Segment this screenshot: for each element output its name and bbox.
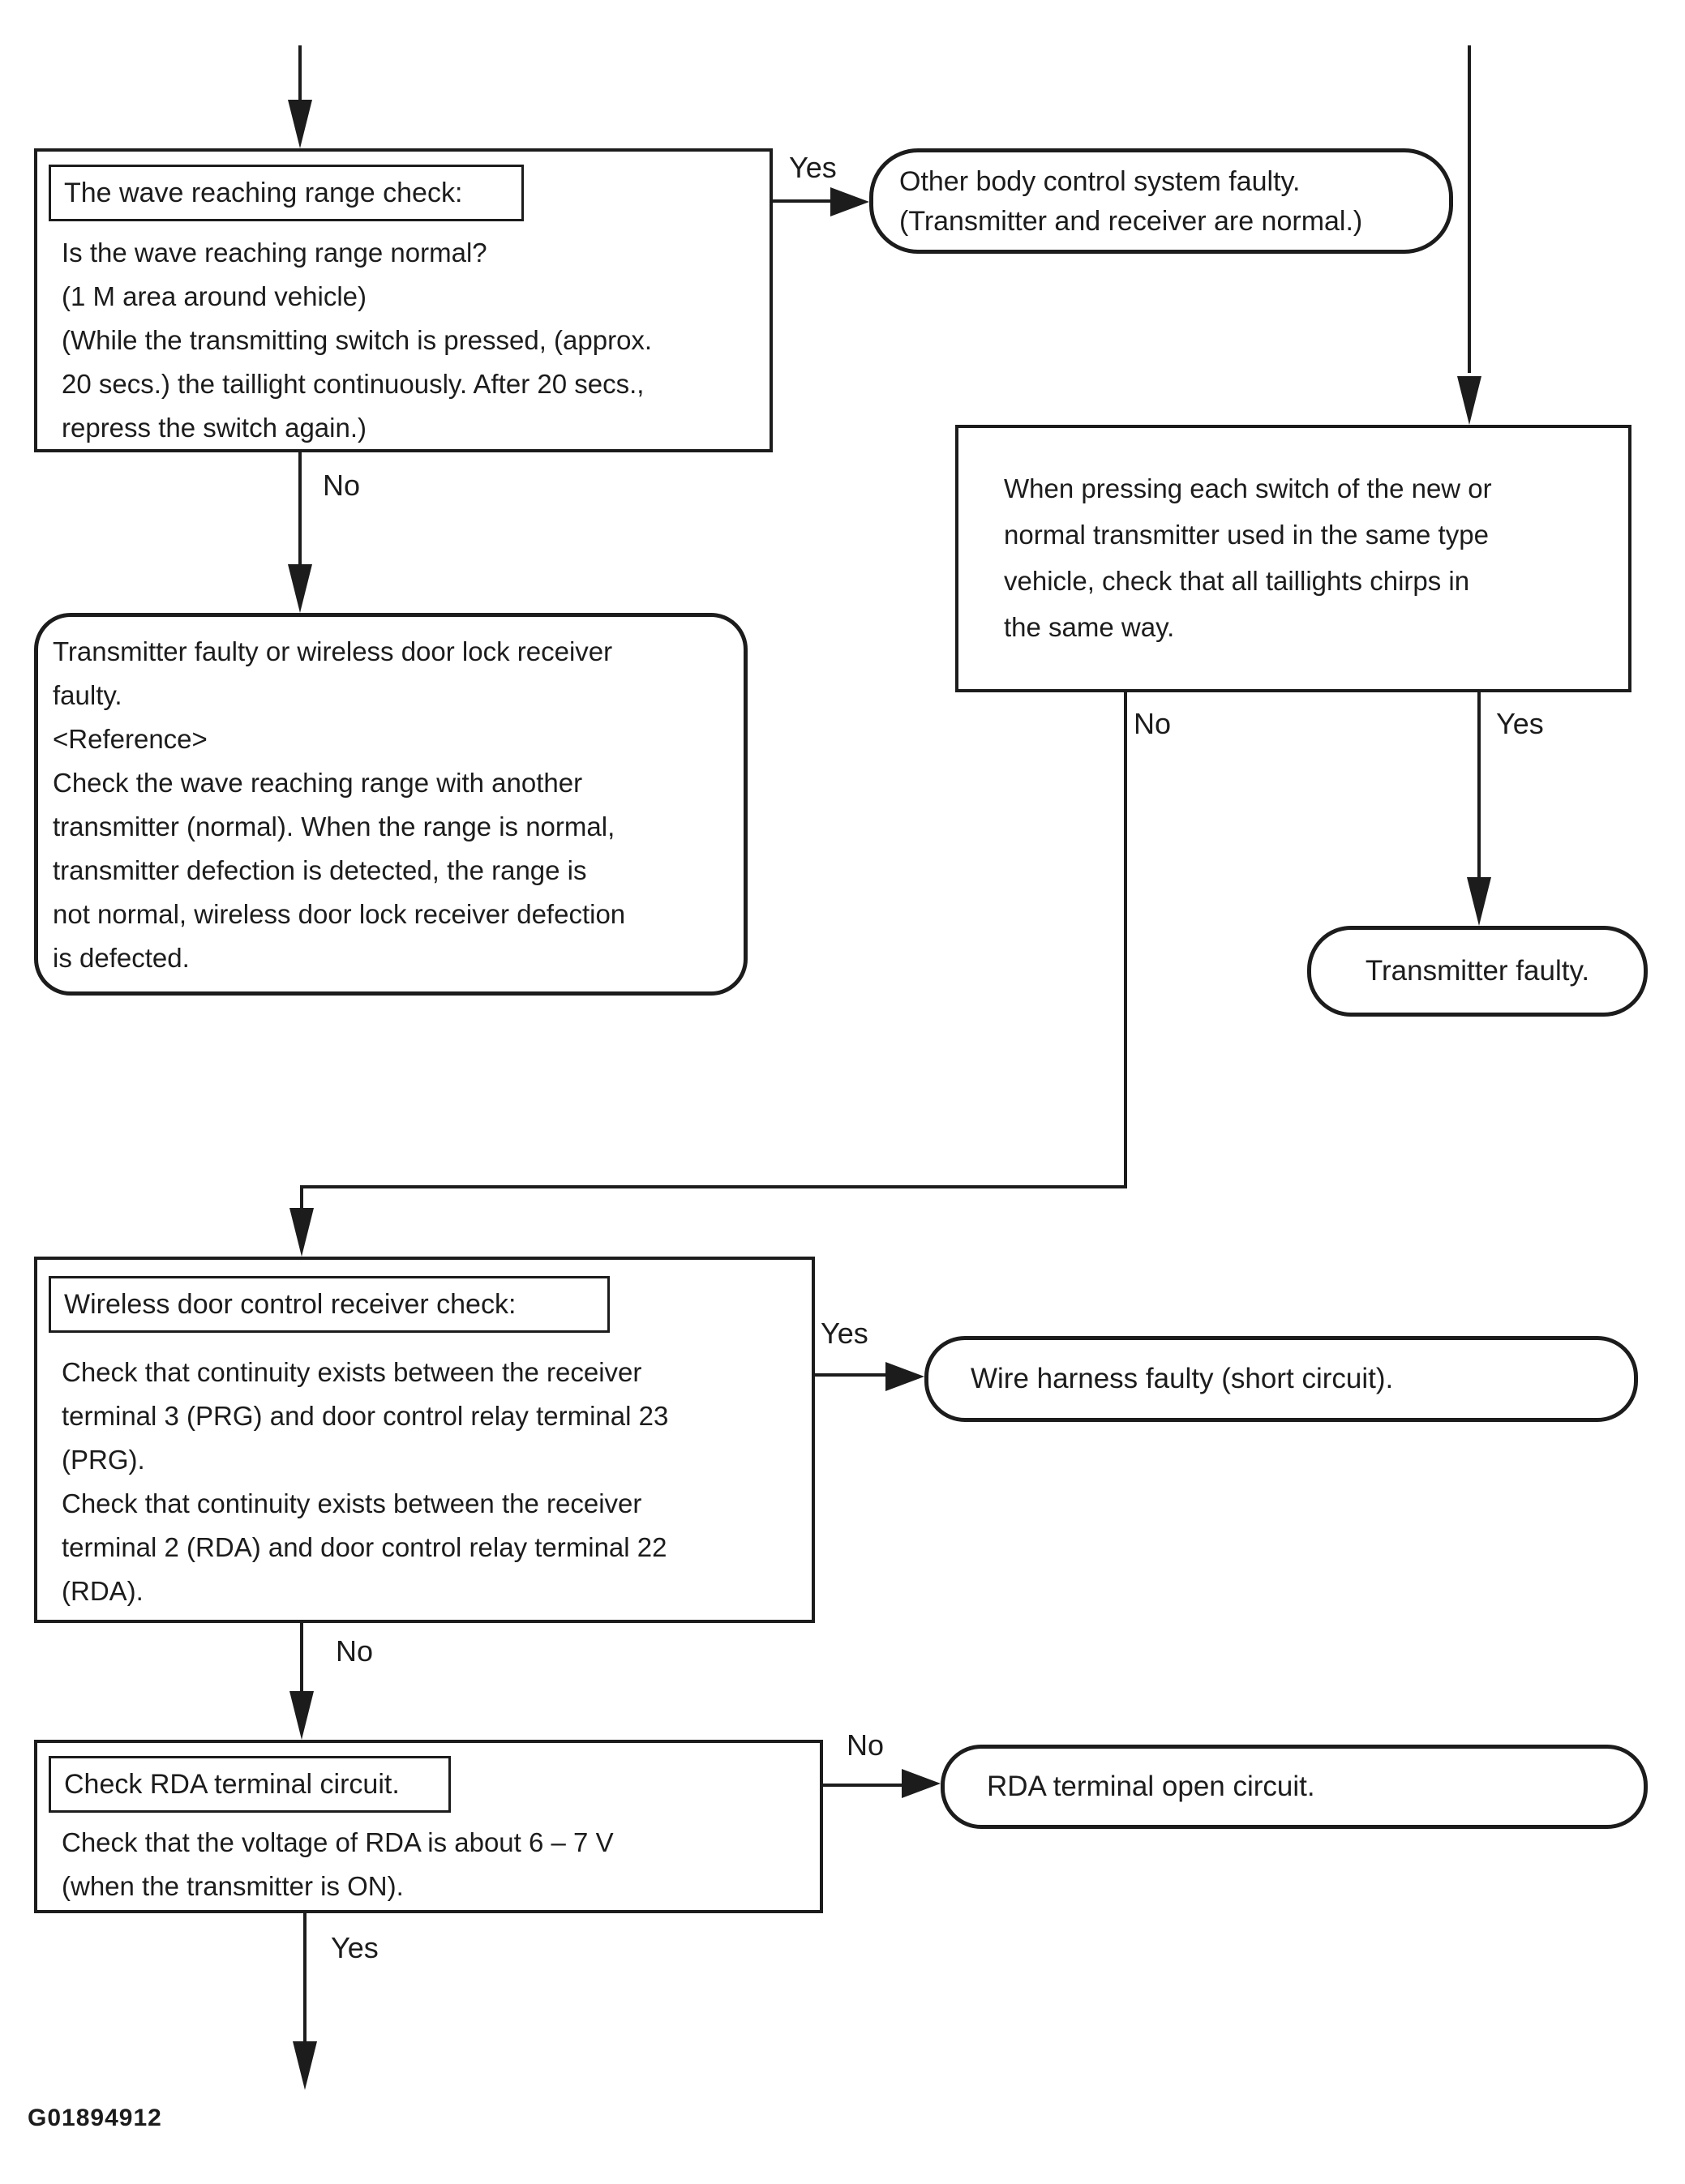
figure-id: G01894912 bbox=[28, 2105, 162, 2131]
wave-yes-label: Yes bbox=[789, 151, 837, 184]
node-receiver-check-body: Check that continuity exists between the… bbox=[62, 1357, 669, 1606]
node-wave-check-body: Is the wave reaching range normal? (1 M … bbox=[62, 238, 653, 443]
rda-yes-label: Yes bbox=[331, 1931, 379, 1964]
pressing-yes-arrowhead-icon bbox=[1467, 877, 1491, 926]
node-transmitter-faulty: Transmitter faulty. bbox=[1307, 926, 1648, 1017]
node-rda-terminal-check-body: Check that the voltage of RDA is about 6… bbox=[62, 1827, 614, 1901]
rda-no-label: No bbox=[847, 1728, 885, 1762]
rda-yes-arrowhead-icon bbox=[293, 2041, 317, 2090]
rda-yes-connector bbox=[303, 1913, 307, 2041]
node-wave-check-title: The wave reaching range check: bbox=[49, 165, 524, 221]
pressing-no-label: No bbox=[1134, 707, 1172, 740]
node-receiver-check-title: Wireless door control receiver check: bbox=[49, 1276, 610, 1333]
wave-no-connector bbox=[298, 452, 302, 564]
pressing-no-connector-v1 bbox=[1124, 692, 1127, 1188]
entry-arrowhead-left-icon bbox=[288, 100, 312, 148]
pressing-yes-connector bbox=[1477, 692, 1481, 877]
node-rda-open-circuit-text: RDA terminal open circuit. bbox=[987, 1771, 1315, 1802]
wave-yes-connector bbox=[773, 199, 834, 203]
entry-arrowhead-right-icon bbox=[1457, 376, 1481, 425]
receiver-no-connector bbox=[300, 1623, 303, 1691]
receiver-no-label: No bbox=[336, 1634, 374, 1668]
node-rda-terminal-check: Check RDA terminal circuit. Check that t… bbox=[34, 1740, 823, 1913]
node-other-body-control-faulty: Other body control system faulty. (Trans… bbox=[869, 148, 1453, 254]
entry-connector-left bbox=[298, 45, 302, 104]
node-rda-open-circuit: RDA terminal open circuit. bbox=[941, 1745, 1648, 1829]
node-transmitter-faulty-text: Transmitter faulty. bbox=[1365, 955, 1590, 987]
node-transmitter-or-receiver-faulty-text: Transmitter faulty or wireless door lock… bbox=[53, 636, 626, 973]
node-receiver-check: Wireless door control receiver check: Ch… bbox=[34, 1257, 815, 1623]
receiver-yes-arrowhead-icon bbox=[885, 1362, 924, 1391]
node-wire-harness-faulty-text: Wire harness faulty (short circuit). bbox=[971, 1363, 1394, 1394]
node-rda-terminal-check-title: Check RDA terminal circuit. bbox=[49, 1756, 451, 1813]
pressing-yes-label: Yes bbox=[1496, 707, 1544, 740]
receiver-no-arrowhead-icon bbox=[289, 1691, 314, 1740]
pressing-no-connector-h bbox=[300, 1185, 1127, 1188]
wave-yes-arrowhead-icon bbox=[830, 187, 869, 216]
node-wire-harness-faulty: Wire harness faulty (short circuit). bbox=[924, 1336, 1638, 1422]
wave-no-arrowhead-icon bbox=[288, 564, 312, 613]
pressing-no-connector-v2 bbox=[300, 1185, 303, 1210]
node-pressing-each-switch: When pressing each switch of the new or … bbox=[955, 425, 1631, 692]
node-wave-check: The wave reaching range check: Is the wa… bbox=[34, 148, 773, 452]
entry-connector-right bbox=[1468, 45, 1471, 373]
node-transmitter-or-receiver-faulty: Transmitter faulty or wireless door lock… bbox=[34, 613, 748, 996]
rda-no-connector bbox=[823, 1784, 902, 1787]
node-other-body-control-faulty-text: Other body control system faulty. (Trans… bbox=[899, 166, 1363, 237]
node-pressing-each-switch-text: When pressing each switch of the new or … bbox=[1004, 473, 1492, 642]
wave-no-label: No bbox=[323, 469, 361, 502]
pressing-no-arrowhead-icon bbox=[289, 1208, 314, 1257]
rda-no-arrowhead-icon bbox=[902, 1769, 941, 1798]
receiver-yes-label: Yes bbox=[821, 1317, 868, 1350]
receiver-yes-connector bbox=[815, 1373, 885, 1377]
